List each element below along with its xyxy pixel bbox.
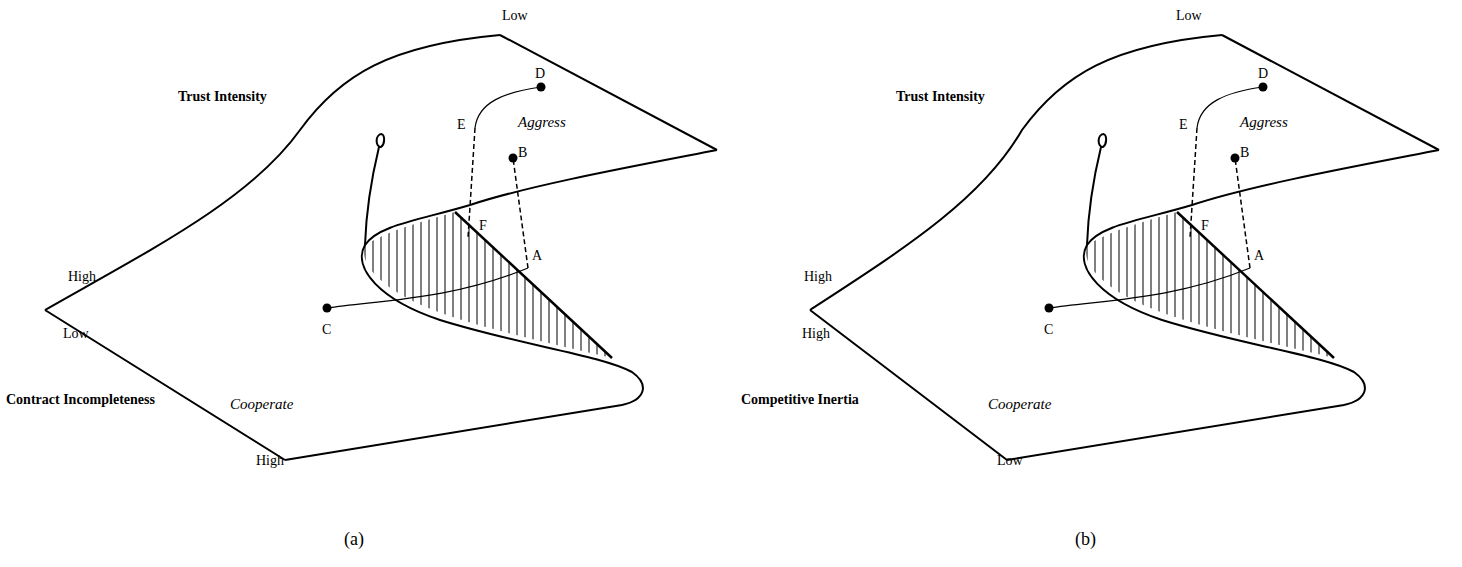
region-label: Aggress bbox=[518, 114, 566, 131]
axis-title: Competitive Inertia bbox=[741, 392, 859, 407]
point-label: B bbox=[518, 145, 527, 160]
point-label: High bbox=[802, 326, 830, 341]
point-label: Low bbox=[1176, 8, 1202, 23]
point-label: E bbox=[457, 117, 466, 132]
point-label: A bbox=[1254, 248, 1264, 263]
point-label: F bbox=[1201, 218, 1209, 233]
panel-b-surface bbox=[810, 35, 1439, 460]
point-label: Low bbox=[502, 8, 528, 23]
point-label: High bbox=[804, 269, 832, 284]
point-label: D bbox=[535, 66, 545, 81]
point-label: D bbox=[1258, 66, 1268, 81]
point-label: High bbox=[256, 453, 284, 468]
point-label: C bbox=[1044, 322, 1053, 337]
point-label: High bbox=[68, 269, 96, 284]
point-label: E bbox=[1179, 117, 1188, 132]
region-label: Cooperate bbox=[230, 396, 293, 413]
point-label: F bbox=[479, 218, 487, 233]
point-label: C bbox=[322, 322, 331, 337]
point-label: Low bbox=[63, 326, 89, 341]
panel-caption: (a) bbox=[344, 530, 364, 550]
region-label: Aggress bbox=[1240, 114, 1288, 131]
panel-caption: (b) bbox=[1075, 530, 1096, 550]
axis-title: Trust Intensity bbox=[178, 89, 267, 104]
axis-title: Trust Intensity bbox=[896, 89, 985, 104]
axis-title: Contract Incompleteness bbox=[6, 392, 155, 407]
point-label: Low bbox=[997, 453, 1023, 468]
point-label: A bbox=[532, 248, 542, 263]
point-label: B bbox=[1240, 145, 1249, 160]
region-label: Cooperate bbox=[988, 396, 1051, 413]
